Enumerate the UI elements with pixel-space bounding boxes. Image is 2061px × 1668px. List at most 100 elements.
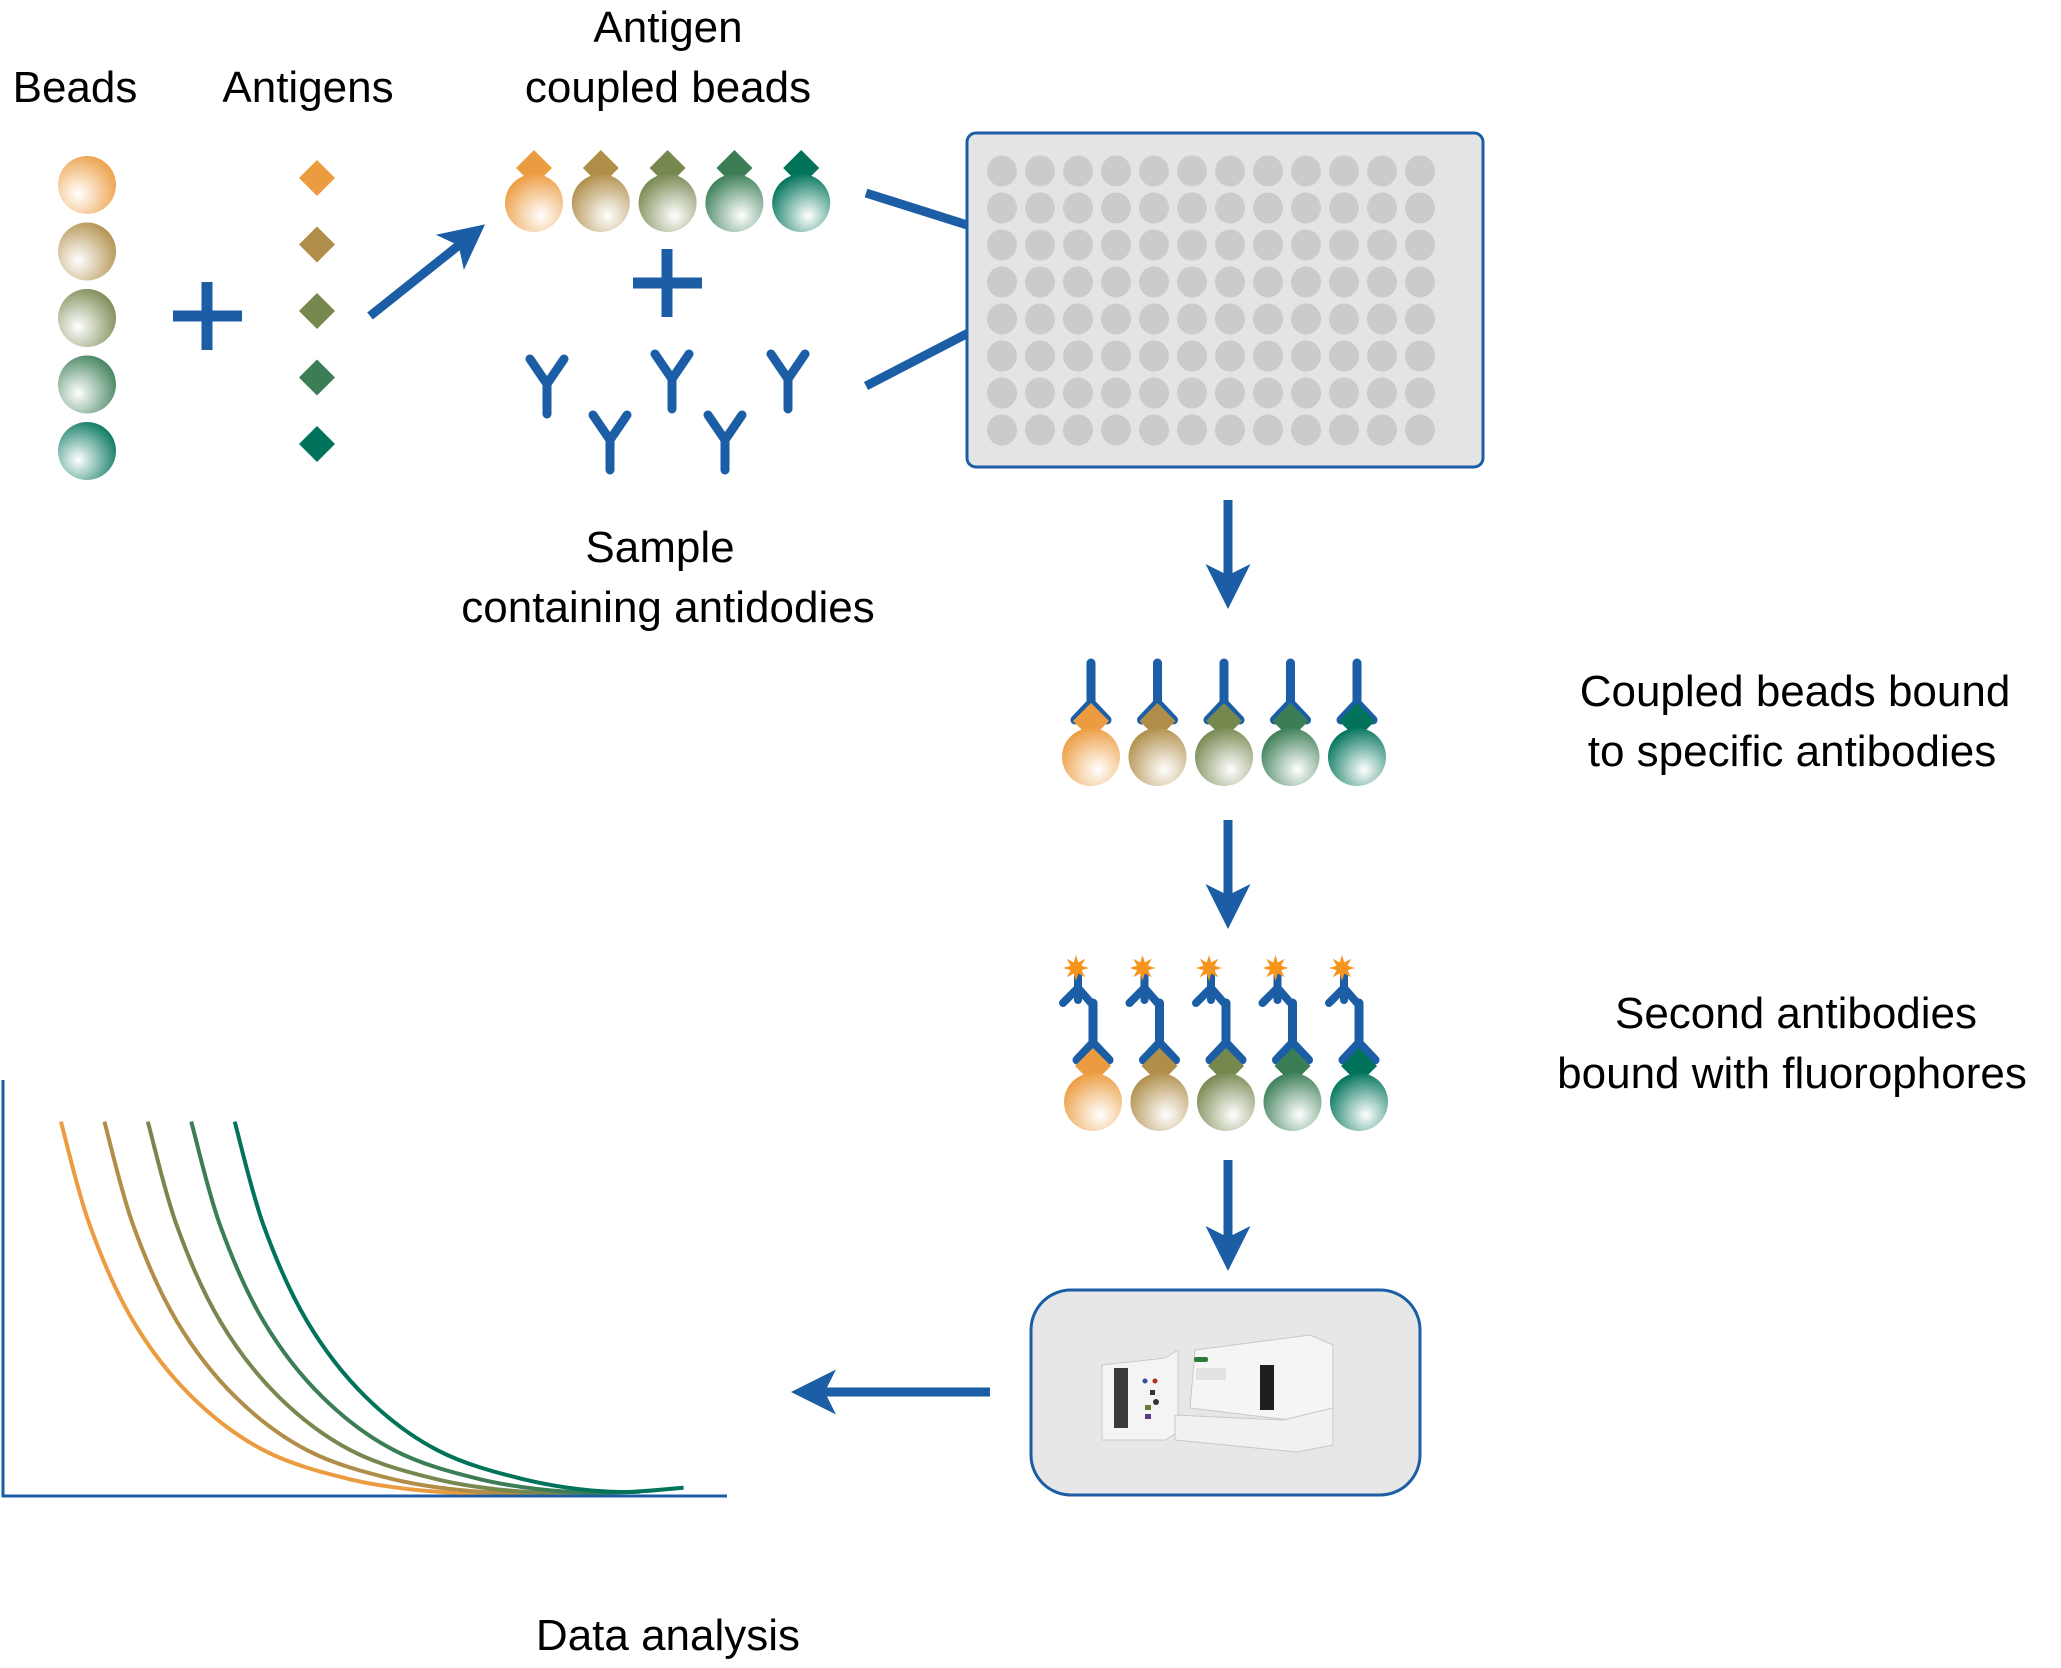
well xyxy=(1367,155,1397,187)
well xyxy=(1405,229,1435,261)
instrument-panel xyxy=(1029,1288,1422,1497)
coupled-bead-icon xyxy=(1064,1073,1122,1131)
well xyxy=(1063,303,1093,335)
fluorophore-icon xyxy=(1196,955,1222,981)
secondary-antibody-icon xyxy=(1325,966,1362,1008)
well xyxy=(987,377,1017,409)
bound-complex xyxy=(1062,658,1120,786)
well xyxy=(1215,266,1245,298)
well xyxy=(1101,303,1131,335)
coupled-beads-label-line2: coupled beads xyxy=(525,63,811,112)
coupled-bead-icon xyxy=(772,174,831,232)
coupled-bead-icon xyxy=(1062,728,1120,786)
well xyxy=(1291,340,1321,372)
coupled-bead-icon xyxy=(1263,1073,1322,1131)
antigen-diamond-icon xyxy=(299,293,335,329)
antibody-icon xyxy=(588,410,632,475)
well xyxy=(1291,266,1321,298)
bead-icon xyxy=(58,289,116,347)
well xyxy=(1329,340,1359,372)
well xyxy=(1215,414,1245,446)
coupled-bead-icon xyxy=(1261,728,1320,786)
antibody-icon xyxy=(525,354,569,419)
well xyxy=(1253,303,1283,335)
bound-beads-label-line1: Coupled beads bound xyxy=(1580,667,2011,716)
well xyxy=(1215,377,1245,409)
well xyxy=(1063,414,1093,446)
well xyxy=(1025,414,1055,446)
secondary-antibody-icon xyxy=(1059,966,1096,1008)
well xyxy=(1139,266,1169,298)
well xyxy=(1101,192,1131,224)
coupled-bead-icon xyxy=(505,174,563,232)
coupled-bead-icon xyxy=(638,174,697,232)
well xyxy=(1139,377,1169,409)
well xyxy=(1291,229,1321,261)
well xyxy=(1215,303,1245,335)
well xyxy=(1215,155,1245,187)
chart-series-line-3 xyxy=(145,1121,597,1495)
chart-series-line-5 xyxy=(232,1121,684,1495)
well xyxy=(1291,155,1321,187)
well xyxy=(987,414,1017,446)
antibody-icon xyxy=(1139,998,1180,1065)
coupled-bead-icon xyxy=(1195,728,1253,786)
well xyxy=(1063,340,1093,372)
second-antibodies-label-line1: Second antibodies xyxy=(1615,989,1977,1038)
instrument-icon xyxy=(1101,1334,1334,1453)
well xyxy=(1367,303,1397,335)
data-analysis-label: Data analysis xyxy=(536,1611,800,1660)
sample-label-line1: Sample xyxy=(585,523,734,572)
sample-label-line2: containing antidodies xyxy=(461,583,874,632)
well xyxy=(1253,155,1283,187)
antibody-icon xyxy=(650,349,694,414)
well xyxy=(1215,340,1245,372)
well xyxy=(1177,266,1207,298)
well xyxy=(1139,303,1169,335)
well xyxy=(1329,155,1359,187)
free-antibodies xyxy=(525,349,810,475)
bead-icon xyxy=(58,422,116,480)
well xyxy=(987,155,1017,187)
secondary-antibody-icon xyxy=(1258,966,1296,1008)
well xyxy=(1101,229,1131,261)
coupled-bead-icon xyxy=(1330,1073,1388,1131)
well xyxy=(1101,377,1131,409)
second-antibody-complex xyxy=(1192,955,1255,1131)
bead-icon xyxy=(58,222,116,281)
antibody-icon xyxy=(766,349,810,414)
second-antibody-complex xyxy=(1258,955,1322,1131)
well xyxy=(1177,377,1207,409)
well xyxy=(1063,266,1093,298)
well xyxy=(987,303,1017,335)
coupled-bead-icon xyxy=(1328,728,1386,786)
beads-label: Beads xyxy=(13,63,138,112)
antibody-icon xyxy=(1072,998,1114,1065)
well xyxy=(1215,229,1245,261)
well xyxy=(1177,229,1207,261)
well xyxy=(1253,377,1283,409)
well xyxy=(1405,414,1435,446)
well xyxy=(1177,414,1207,446)
second-antibody-complex xyxy=(1325,955,1388,1131)
antigen-diamond-icon xyxy=(299,426,335,462)
fluorophore-icon xyxy=(1063,955,1089,981)
well xyxy=(1405,155,1435,187)
second-antibodies-label-line2: bound with fluorophores xyxy=(1557,1049,2027,1098)
chart-series-line-1 xyxy=(58,1121,510,1495)
well xyxy=(1177,303,1207,335)
well xyxy=(1253,340,1283,372)
bound-complex xyxy=(1328,658,1386,786)
secondary-antibody-icon xyxy=(1192,966,1229,1008)
well xyxy=(1405,303,1435,335)
well xyxy=(1101,414,1131,446)
well xyxy=(1405,266,1435,298)
well xyxy=(1101,266,1131,298)
well xyxy=(1063,377,1093,409)
coupled-bead-icon xyxy=(1128,728,1187,786)
bound-beads-label-line2: to specific antibodies xyxy=(1588,727,1996,776)
well xyxy=(1063,192,1093,224)
coupled-beads-label-line1: Antigen xyxy=(593,3,742,52)
